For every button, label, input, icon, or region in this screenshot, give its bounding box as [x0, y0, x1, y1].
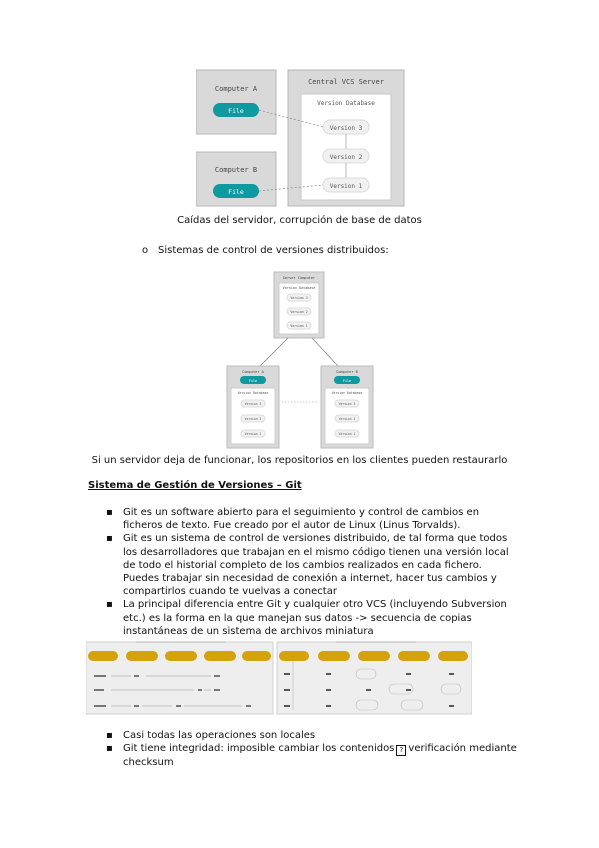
svg-text:Computer B: Computer B [336, 370, 358, 374]
svg-text:Version 1: Version 1 [339, 432, 356, 436]
centralized-vcs-diagram: Computer A File Computer B File Central … [196, 69, 405, 207]
server-title: Central VCS Server [308, 78, 384, 86]
storage-comparison-diagram [86, 641, 472, 715]
section-heading: Sistema de Gestión de Versiones – Git [88, 480, 302, 491]
distributed-vcs-diagram: Server Computer Version Database Version… [226, 271, 374, 449]
svg-text:Version Database: Version Database [332, 391, 363, 395]
svg-text:File: File [228, 188, 244, 196]
svg-text:Version 2: Version 2 [339, 417, 356, 421]
svg-text:Version 1: Version 1 [245, 432, 262, 436]
bullet-item: Git es un software abierto para el segui… [106, 506, 520, 532]
bullet-item: Git tiene integridad: imposible cambiar … [106, 742, 520, 769]
svg-text:Computer A: Computer A [242, 370, 264, 374]
svg-text:Version 1: Version 1 [290, 324, 307, 328]
svg-text:Version 3: Version 3 [245, 402, 262, 406]
file-pill-a [213, 103, 259, 117]
svg-text:Version 2: Version 2 [330, 154, 363, 161]
computer-b-label: Computer B [215, 166, 257, 174]
svg-text:Version Database: Version Database [238, 391, 269, 395]
svg-text:Version 3: Version 3 [339, 402, 356, 406]
computer-a-label: Computer A [215, 85, 258, 93]
diagram1-caption: Caídas del servidor, corrupción de base … [177, 215, 422, 226]
svg-text:File: File [228, 107, 244, 115]
svg-text:Version 3: Version 3 [330, 125, 363, 132]
bullet-item: Git es un sistema de control de versione… [106, 532, 520, 598]
computer-a-box [196, 69, 277, 135]
svg-text:File: File [343, 379, 351, 383]
svg-text:File: File [249, 379, 257, 383]
file-pill-b [213, 184, 259, 198]
bullet-item: Casi todas las operaciones son locales [106, 729, 520, 742]
svg-text:Version 2: Version 2 [290, 310, 307, 314]
svg-text:Version Database: Version Database [317, 100, 375, 107]
git-bullet-list-2: Casi todas las operaciones son locales G… [106, 729, 520, 769]
unrecognized-glyph-icon: ? [396, 745, 407, 757]
svg-text:Server Computer: Server Computer [283, 276, 316, 280]
bullet-item: La principal diferencia entre Git y cual… [106, 598, 520, 638]
git-bullet-list: Git es un software abierto para el segui… [106, 506, 520, 638]
svg-text:Version 3: Version 3 [290, 296, 307, 300]
svg-text:Version 2: Version 2 [245, 417, 262, 421]
svg-text:Version 1: Version 1 [330, 183, 363, 190]
svg-text:Version Database: Version Database [283, 286, 316, 290]
diagram2-caption: Si un servidor deja de funcionar, los re… [91, 455, 508, 466]
